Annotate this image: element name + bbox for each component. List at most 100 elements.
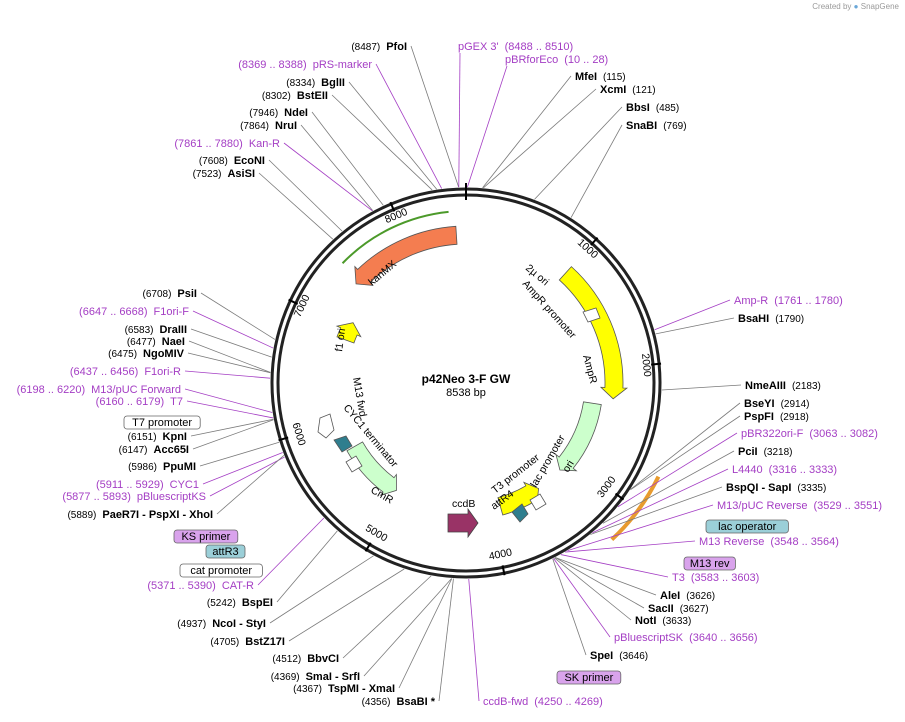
leader-econi (268, 159, 343, 232)
leader-naei (188, 340, 271, 373)
leader-bsabi (438, 578, 454, 702)
site-paer7i-pspxi-xhoi[interactable]: (5889)PaeR7I - PspXI - XhoI (67, 509, 213, 521)
leader-pcii (602, 450, 735, 524)
site-naei[interactable]: (6477)NaeI (127, 336, 185, 348)
primer-cyc1[interactable]: (5911 .. 5929)CYC1 (96, 479, 199, 491)
site-psii[interactable]: (6708)PsiI (143, 288, 197, 300)
site-bsteii[interactable]: (8302)BstEII (262, 90, 328, 102)
primer-pgex-3[interactable]: pGEX 3'(8488 .. 8510) (458, 41, 573, 53)
feature-ori[interactable] (497, 481, 539, 516)
site-bsabi[interactable]: (4356)BsaBI * (362, 696, 436, 708)
site-bbvci[interactable]: (4512)BbvCI (272, 653, 339, 665)
site-ndei[interactable]: (7946)NdeI (249, 107, 308, 119)
primer-pbluescriptks[interactable]: (5877 .. 5893)pBluescriptKS (62, 491, 206, 503)
feature-kanmx[interactable] (354, 225, 458, 286)
primer-kan-r[interactable]: (7861 .. 7880)Kan-R (174, 138, 280, 150)
feature-ampr[interactable] (555, 401, 602, 472)
site-ngomiv[interactable]: (6475)NgoMIV (108, 348, 185, 360)
leader-ncoi-styi (269, 555, 374, 624)
site-tspmi-xmai[interactable]: (4367)TspMI - XmaI (293, 683, 395, 695)
box-cat-promoter[interactable] (179, 563, 263, 578)
leader-nmeaiii (661, 384, 742, 391)
feature-ccdb[interactable] (447, 507, 479, 539)
site-smai-srfi[interactable]: (4369)SmaI - SrfI (271, 671, 360, 683)
leader-bspqi-sapi (590, 486, 723, 535)
primer-m13-reverse[interactable]: M13 Reverse(3548 .. 3564) (699, 536, 839, 548)
primer-t7[interactable]: (6160 .. 6179)T7 (96, 396, 183, 408)
site-snabi[interactable]: SnaBI(769) (626, 120, 687, 132)
primer-f1ori-f[interactable]: (6647 .. 6668)F1ori-F (79, 306, 189, 318)
site-econi[interactable]: (7608)EcoNI (199, 155, 265, 167)
site-asisi[interactable]: (7523)AsiSI (193, 168, 255, 180)
site-nrui[interactable]: (7864)NruI (240, 120, 297, 132)
primer-ccdb-fwd[interactable]: ccdB-fwd(4250 .. 4269) (483, 696, 603, 708)
leader-bbsi (534, 106, 623, 200)
site-bstz17i[interactable]: (4705)BstZ17I (210, 636, 285, 648)
site-mfei[interactable]: MfeI(115) (575, 71, 626, 83)
site-bglii[interactable]: (8334)BglII (286, 77, 345, 89)
site-pfoi[interactable]: (8487)PfoI (351, 41, 407, 53)
feature-label-ccdb: ccdB (452, 498, 475, 510)
box-m13-rev[interactable] (683, 556, 736, 571)
site-draiii[interactable]: (6583)DraIII (125, 324, 187, 336)
primer-cat-r[interactable]: (5371 .. 5390)CAT-R (147, 580, 254, 592)
primer-f1ori-r[interactable]: (6437 .. 6456)F1ori-R (70, 366, 181, 378)
primer-pbrforeco[interactable]: pBRforEco(10 .. 28) (505, 54, 608, 66)
site-nmeaiii[interactable]: NmeAIII(2183) (745, 380, 821, 392)
site-xcmi[interactable]: XcmI(121) (600, 84, 656, 96)
site-alei[interactable]: AleI(3626) (660, 590, 715, 602)
leader-bseyi (630, 402, 741, 490)
leader-smai-srfi (363, 578, 452, 677)
primer-t3[interactable]: T3(3583 .. 3603) (672, 572, 759, 584)
leader-bstz17i (288, 568, 405, 642)
box-lac-operator[interactable] (705, 519, 789, 534)
feature-cmr[interactable] (346, 441, 397, 496)
leader-kan-r (283, 142, 373, 212)
site-pspfi[interactable]: PspFI(2918) (744, 411, 809, 423)
primer-pbluescriptsk[interactable]: pBluescriptSK(3640 .. 3656) (614, 632, 758, 644)
leader-ppumi (199, 441, 280, 467)
site-ppumi[interactable]: (5986)PpuMI (128, 461, 196, 473)
site-kpni[interactable]: (6151)KpnI (128, 431, 187, 443)
tick-2000 (650, 362, 662, 366)
site-pcii[interactable]: PciI(3218) (738, 446, 792, 458)
primer-m13-puc-forward[interactable]: (6198 .. 6220)M13/pUC Forward (17, 384, 181, 396)
box-attr3[interactable] (205, 544, 246, 559)
feature-attr-block (333, 435, 353, 453)
leader-nrui (300, 124, 374, 211)
tick-label-7000: 7000 (292, 293, 313, 319)
site-acc65i[interactable]: (6147)Acc65I (119, 444, 189, 456)
site-bbsi[interactable]: BbsI(485) (626, 102, 679, 114)
primer-l4440[interactable]: L4440(3316 .. 3333) (732, 464, 837, 476)
leader-ngomiv (187, 352, 271, 374)
primer-prs-marker[interactable]: (8369 .. 8388)pRS-marker (238, 59, 372, 71)
site-noti[interactable]: NotI(3633) (635, 615, 691, 627)
box-ks-primer[interactable] (173, 529, 239, 544)
leader-sacii (554, 557, 645, 609)
site-bseyi[interactable]: BseYI(2914) (744, 398, 809, 410)
site-ncoi-styi[interactable]: (4937)NcoI - StyI (177, 618, 266, 630)
box-sk-primer[interactable] (556, 670, 622, 685)
site-sacii[interactable]: SacII(3627) (648, 603, 709, 615)
feature-f1-ori[interactable] (335, 322, 362, 344)
box-label-t7-promoter: T7 promoter (132, 417, 192, 429)
leader-kpni (190, 418, 274, 437)
primer-m13-puc-reverse[interactable]: M13/pUC Reverse(3529 .. 3551) (717, 500, 882, 512)
feature-label-ampr: AmpR (580, 354, 599, 386)
site-bsahi[interactable]: BsaHI(1790) (738, 313, 804, 325)
tick-label-2000: 2000 (639, 353, 653, 378)
leader-m13-reverse (565, 540, 696, 553)
site-spei[interactable]: SpeI(3646) (590, 650, 648, 662)
feature-label-ori: ori (560, 458, 576, 474)
leader-bsteii (331, 94, 433, 191)
box-t7-promoter[interactable] (123, 415, 201, 430)
leader-cat-r (257, 517, 325, 586)
tick-8000 (389, 201, 396, 212)
feature-2-ori[interactable] (558, 266, 629, 400)
site-bspei[interactable]: (5242)BspEI (207, 597, 273, 609)
leader-acc65i (192, 419, 274, 450)
site-bspqi-sapi[interactable]: BspQI - SapI(3335) (726, 482, 826, 494)
primer-pbr322ori-f[interactable]: pBR322ori-F(3063 .. 3082) (741, 428, 878, 440)
primer-amp-r[interactable]: Amp-R(1761 .. 1780) (734, 295, 843, 307)
leader-t7 (186, 400, 274, 419)
